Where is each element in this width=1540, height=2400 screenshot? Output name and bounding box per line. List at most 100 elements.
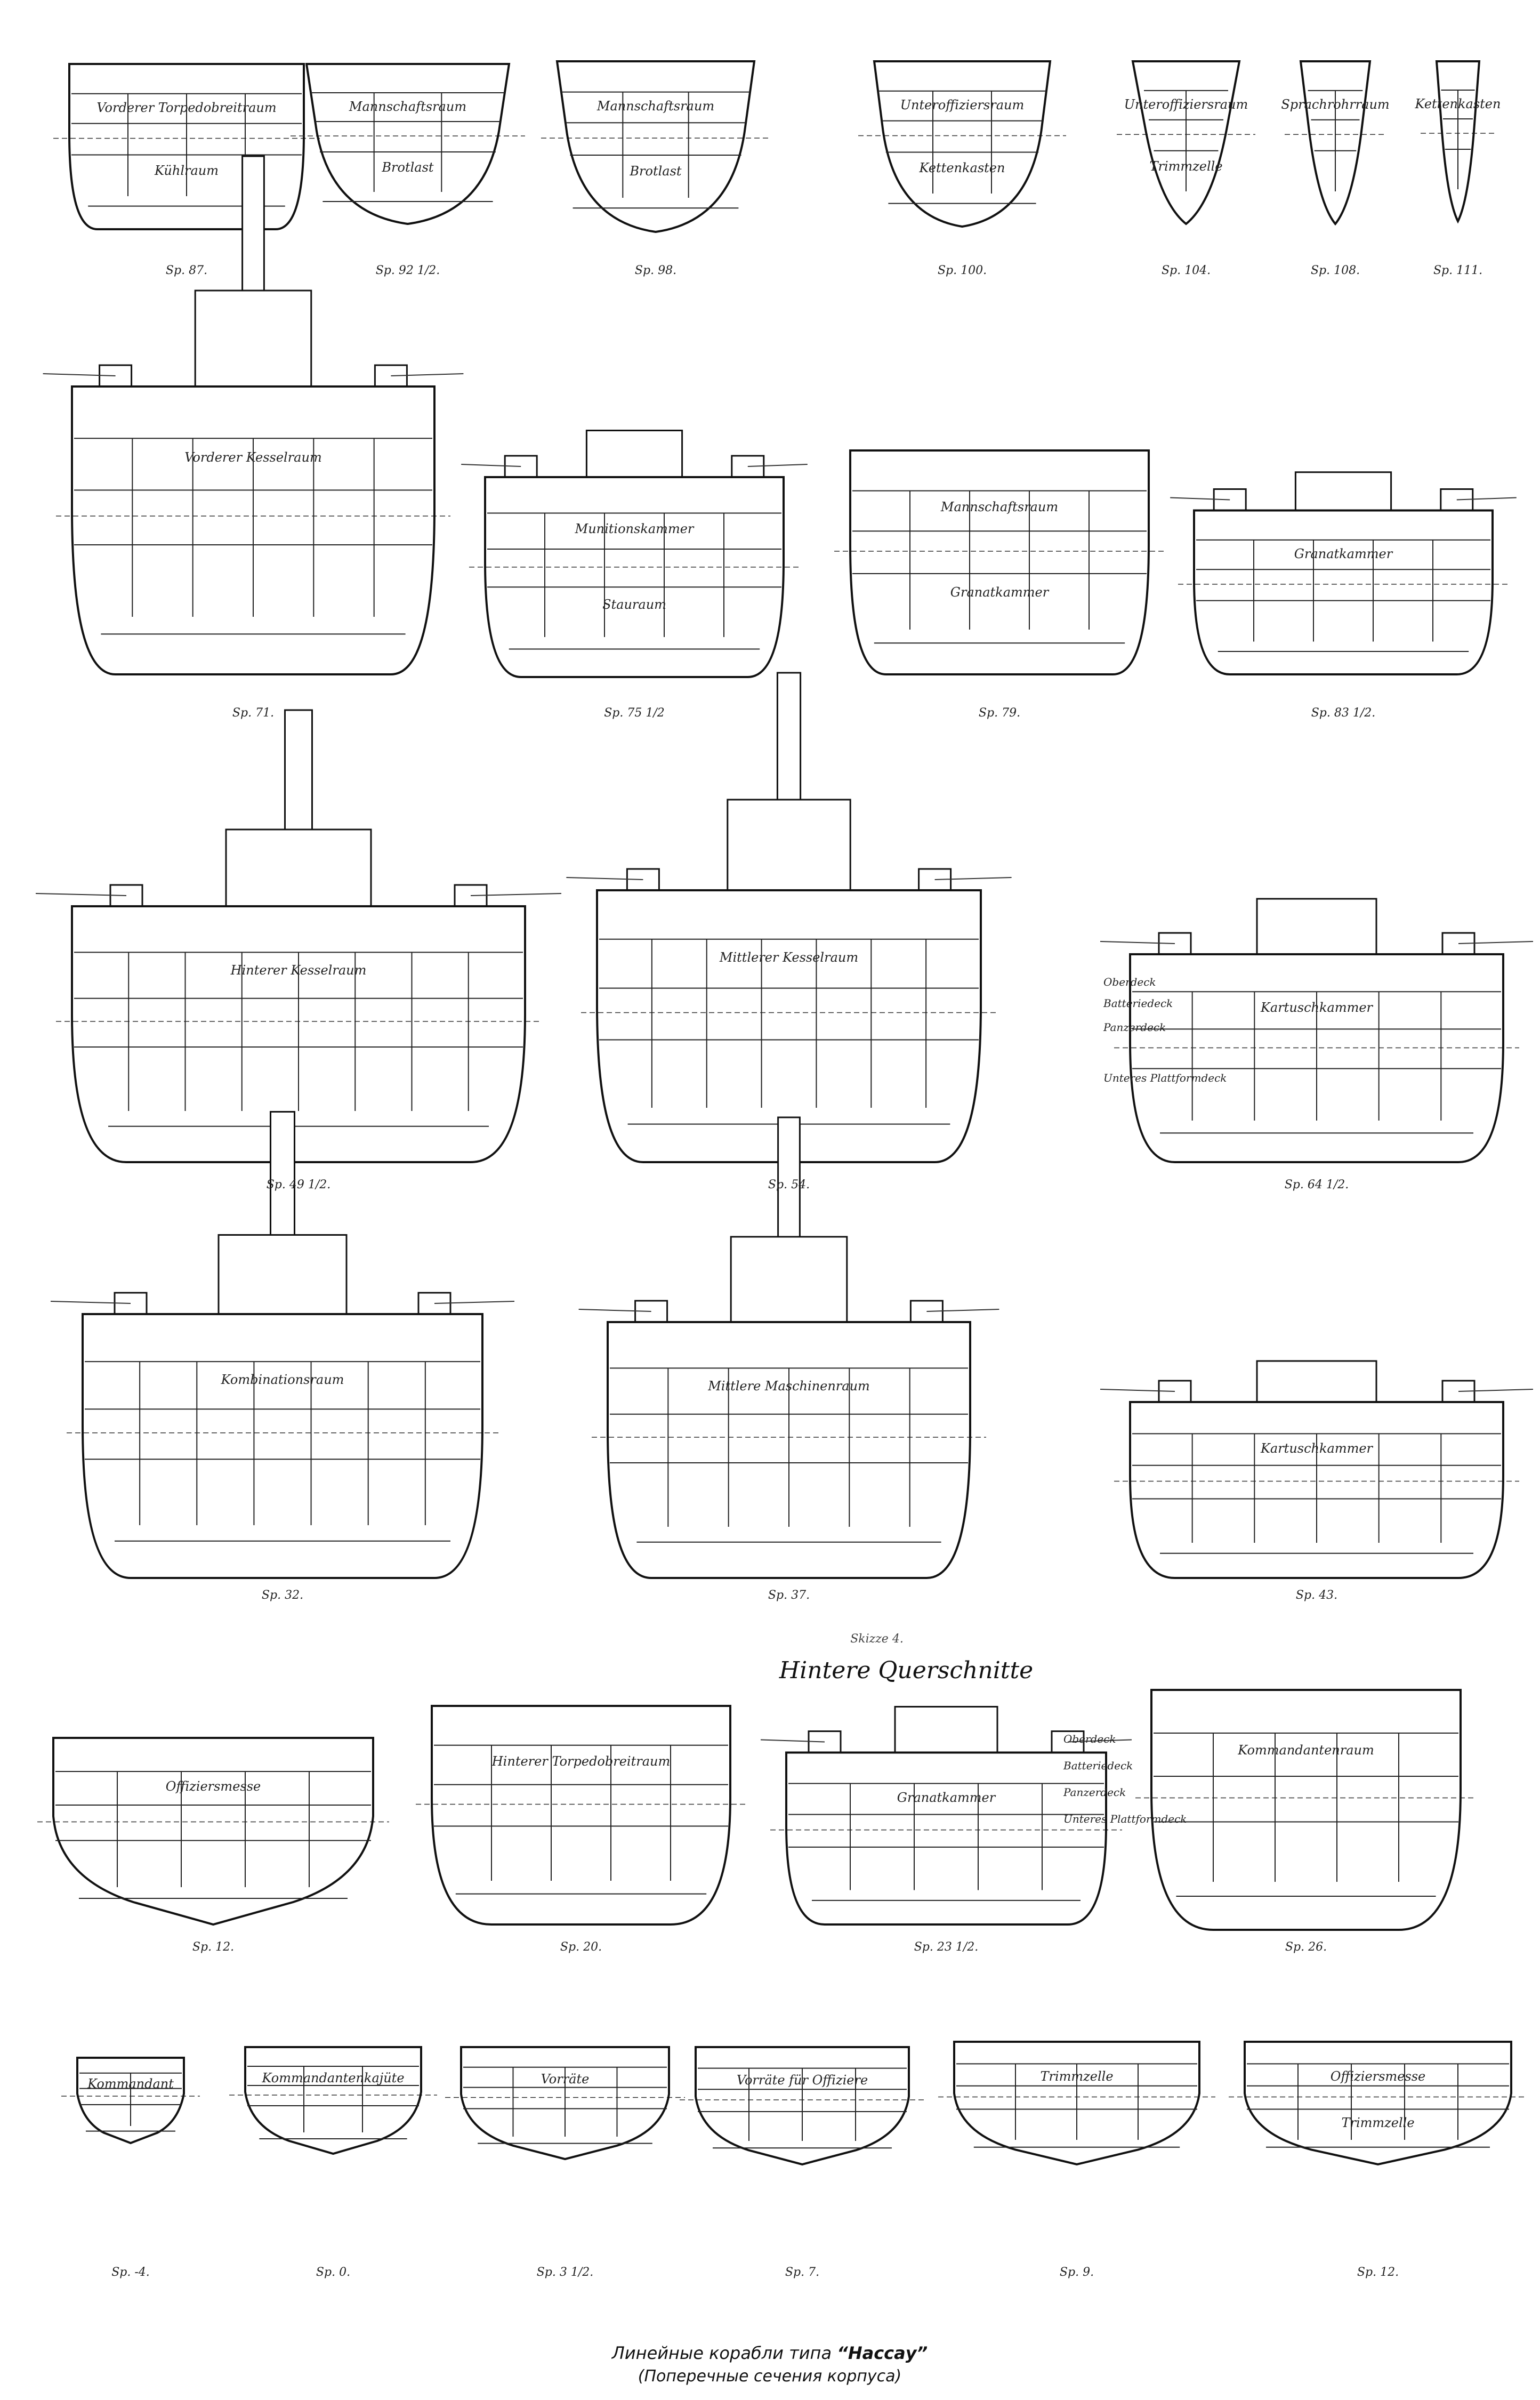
starboard-gun-barrel: [391, 373, 464, 376]
port-gun-barrel: [43, 373, 116, 376]
hull-outline: [244, 2046, 422, 2155]
section-caption: Sp. 7.: [785, 2266, 820, 2279]
superstructure: [217, 1234, 348, 1315]
cross-section-row6-5: [938, 2041, 1215, 2166]
cross-section-row6-2: [229, 2046, 437, 2155]
hull-outline: [1299, 60, 1372, 226]
starboard-gun-barrel: [747, 464, 808, 467]
section-caption: Sp. 87.: [165, 264, 208, 277]
cross-section-row5-3: [760, 1706, 1132, 1926]
section-caption: Sp. 92 1/2.: [375, 264, 440, 277]
section-caption: Sp. 98.: [634, 264, 677, 277]
port-gun-barrel: [461, 464, 521, 467]
port-gun-barrel: [760, 1739, 825, 1743]
compartment-label: Granatkammer: [1294, 546, 1393, 562]
compartment-label: Kommandant: [87, 2076, 174, 2092]
funnel: [241, 155, 265, 292]
compartment-label: Sprachrohrraum: [1281, 97, 1390, 112]
section-caption: Sp. 12.: [1357, 2266, 1399, 2279]
hull-outline: [873, 60, 1052, 228]
hull-outline: [431, 1705, 731, 1926]
compartment-label: Mannschaftsraum: [349, 99, 467, 114]
compartment-label: Granatkammer: [950, 585, 1049, 600]
cross-section-row1-4: [858, 60, 1066, 228]
section-caption: Sp. 37.: [768, 1589, 810, 1602]
section-caption: Sp. 111.: [1433, 264, 1483, 277]
cross-section-row2-2: [461, 430, 808, 678]
cross-section-row6-3: [445, 2046, 685, 2161]
cross-section-row2-4: [1170, 471, 1517, 675]
cross-section-row4-1: [50, 1111, 515, 1579]
starboard-gun-barrel: [470, 893, 562, 896]
cross-section-row6-1: [61, 2057, 200, 2145]
sheet-title-prefix: Линейные корабли типа: [611, 2343, 837, 2363]
compartment-label: Mittlerer Kesselraum: [719, 950, 859, 965]
compartment-label: Kommandantenraum: [1238, 1743, 1374, 1758]
hull-outline: [1129, 1401, 1504, 1579]
cross-section-row5-4: [1135, 1689, 1477, 1931]
cross-section-row5-2: [416, 1705, 746, 1926]
port-gun-barrel: [1100, 941, 1175, 944]
superstructure: [1256, 898, 1377, 955]
compartment-label: Unteroffiziersraum: [900, 98, 1025, 113]
hull-outline: [71, 385, 436, 675]
section-caption: Sp. 3 1/2.: [536, 2266, 594, 2279]
superstructure: [1294, 471, 1392, 511]
cross-section-row1-3: [541, 60, 770, 233]
section-heading: Hintere Querschnitte: [779, 1657, 1034, 1684]
hull-outline: [76, 2057, 185, 2145]
hull-outline: [785, 1751, 1107, 1926]
compartment-label: Kettenkasten: [1415, 96, 1501, 111]
hull-outline: [484, 476, 785, 678]
superstructure: [1256, 1360, 1377, 1403]
section-caption: Sp. 23 1/2.: [914, 1940, 979, 1954]
hull-outline: [596, 889, 982, 1163]
superstructure: [194, 289, 312, 388]
cross-section-row4-2: [578, 1116, 999, 1579]
starboard-gun-barrel: [1456, 497, 1517, 501]
hull-outline: [82, 1313, 483, 1579]
compartment-label: Vorräte für Offiziere: [736, 2073, 868, 2088]
section-caption: Sp. 49 1/2.: [266, 1178, 331, 1191]
hull-outline: [1129, 953, 1504, 1163]
superstructure: [727, 799, 851, 891]
section-caption: Sp. 100.: [937, 264, 987, 277]
deck-name-label: Batteriedeck: [1063, 1759, 1133, 1772]
section-caption: Sp. 26.: [1285, 1940, 1327, 1954]
hull-outline: [1244, 2041, 1512, 2166]
starboard-gun-barrel: [1458, 941, 1534, 944]
cross-section-row1-6: [1285, 60, 1386, 226]
cross-section-row3-3: [1100, 898, 1534, 1163]
compartment-label: Trimmzelle: [1341, 2115, 1415, 2130]
cross-section-row1-1: [53, 63, 320, 230]
funnel: [284, 709, 313, 831]
starboard-gun-barrel: [1067, 1739, 1132, 1743]
hull-outline: [607, 1321, 971, 1579]
port-gun-barrel: [50, 1301, 131, 1304]
cross-section-row1-5: [1117, 60, 1255, 225]
hull-outline: [1150, 1689, 1462, 1931]
compartment-label: Stauraum: [602, 597, 666, 612]
deck-name-label: Panzerdeck: [1063, 1786, 1126, 1799]
cross-section-row5-1: [37, 1737, 389, 1926]
cross-section-row1-2: [291, 63, 525, 225]
starboard-gun-barrel: [1458, 1389, 1534, 1392]
hull-outline: [52, 1737, 374, 1926]
superstructure: [730, 1236, 848, 1323]
compartment-label: Kettenkasten: [919, 160, 1005, 175]
compartment-label: Vorräte: [541, 2072, 590, 2087]
section-caption: Sp. 32.: [261, 1589, 304, 1602]
port-gun-barrel: [35, 893, 127, 896]
section-caption: Sp. 108.: [1310, 264, 1360, 277]
sketch-number: Skizze 4.: [850, 1632, 904, 1646]
compartment-label: Kartuschkammer: [1260, 1000, 1373, 1015]
cross-section-row1-7: [1421, 60, 1495, 224]
starboard-gun-barrel: [926, 1309, 999, 1312]
hull-outline: [1193, 509, 1494, 675]
superstructure: [585, 430, 683, 478]
cross-section-row2-1: [43, 155, 464, 675]
compartment-label: Mittlere Maschinenraum: [708, 1378, 870, 1394]
superstructure: [225, 828, 372, 907]
section-caption: Sp. 79.: [978, 706, 1021, 720]
